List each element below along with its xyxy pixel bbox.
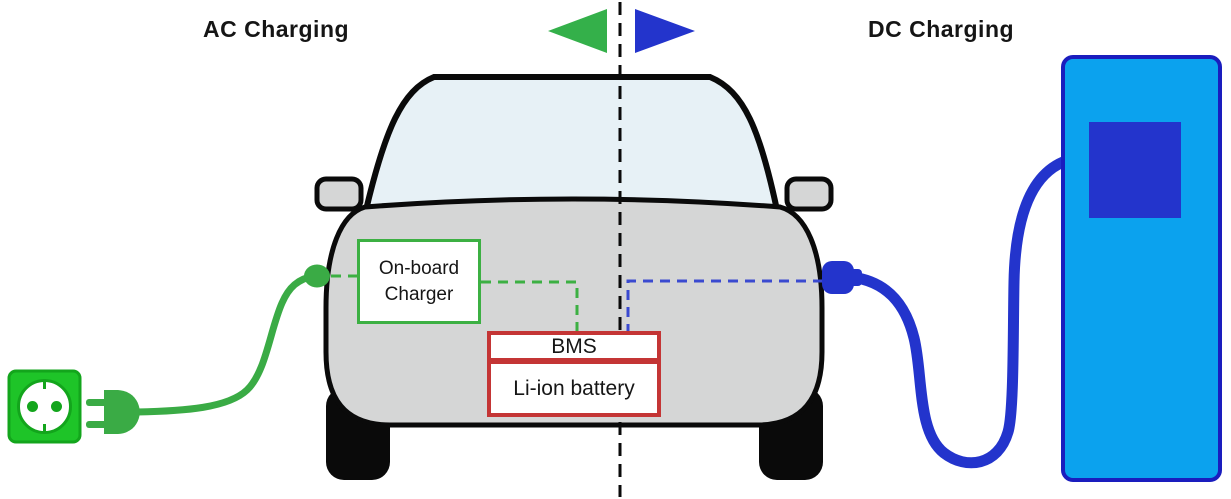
plug-body [104, 390, 140, 434]
dc-inlet-to-bms-dash [626, 279, 823, 331]
li-ion-battery-box: Li-ion battery [487, 360, 661, 417]
onboard-charger-label-line2: Charger [384, 283, 454, 305]
dc-charging-title: DC Charging [868, 16, 1015, 42]
station-cabinet [1061, 55, 1222, 482]
plug-prong-bottom [86, 421, 107, 428]
station-screen [1089, 122, 1181, 218]
right-mirror [784, 176, 834, 212]
dc-inlet-connector [822, 261, 862, 294]
socket-hole-right [51, 401, 62, 412]
bms-box: BMS [487, 331, 661, 362]
onboard-charger-box: On-board Charger [357, 239, 481, 324]
left-mirror [314, 176, 364, 212]
dc-inlet [822, 261, 854, 294]
li-ion-battery-label: Li-ion battery [513, 376, 635, 400]
dc-charging-station [1061, 55, 1222, 482]
plug-prong-top [86, 399, 107, 406]
eu-wall-socket-icon [7, 369, 82, 444]
socket-hole-left [27, 401, 38, 412]
bms-label: BMS [551, 334, 597, 358]
ac-charging-title: AC Charging [203, 16, 350, 42]
charger-to-bms-dash [481, 280, 579, 331]
windshield [362, 74, 781, 214]
power-plug-icon [86, 390, 140, 434]
onboard-charger-label-line1: On-board [378, 257, 460, 279]
blue-right-arrow-icon [635, 9, 695, 53]
dc-cable [845, 156, 1069, 469]
ac-cable [133, 272, 318, 416]
green-left-arrow-icon [548, 9, 607, 53]
ac-inlet [304, 264, 330, 288]
